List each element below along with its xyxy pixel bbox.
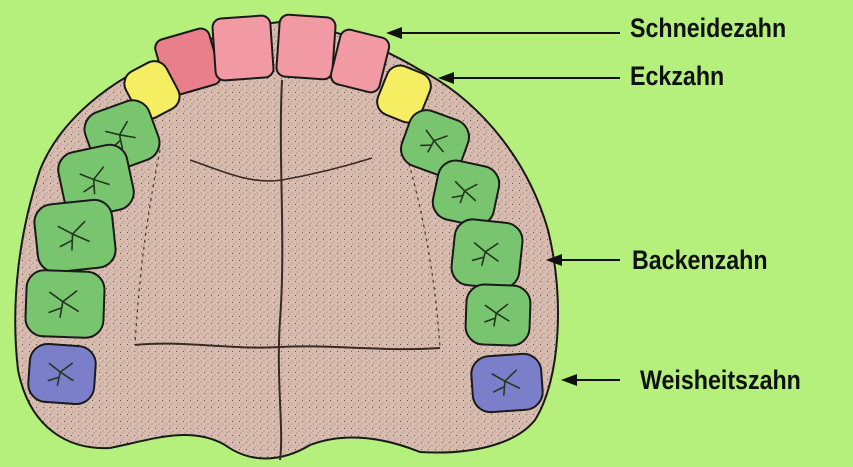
arrow-molar [546, 254, 620, 266]
arrow-wisdom [561, 374, 620, 386]
tooth-incisor-left-central [212, 15, 274, 81]
label-molar: Backenzahn [632, 244, 768, 276]
tooth-wisdom-right [470, 353, 544, 414]
tooth-molar-left-4 [25, 270, 105, 339]
label-incisor: Schneidezahn [630, 12, 786, 44]
tooth-molar-right-3 [450, 218, 525, 291]
label-wisdom: Weisheitszahn [640, 364, 801, 396]
label-canine: Eckzahn [630, 60, 724, 92]
tooth-incisor-right-central [276, 14, 336, 80]
arrow-incisor [386, 27, 620, 39]
tooth-wisdom-left [27, 343, 97, 405]
arrow-canine [438, 72, 620, 84]
tooth-molar-left-3 [33, 198, 118, 274]
tooth-molar-right-4 [465, 284, 531, 346]
